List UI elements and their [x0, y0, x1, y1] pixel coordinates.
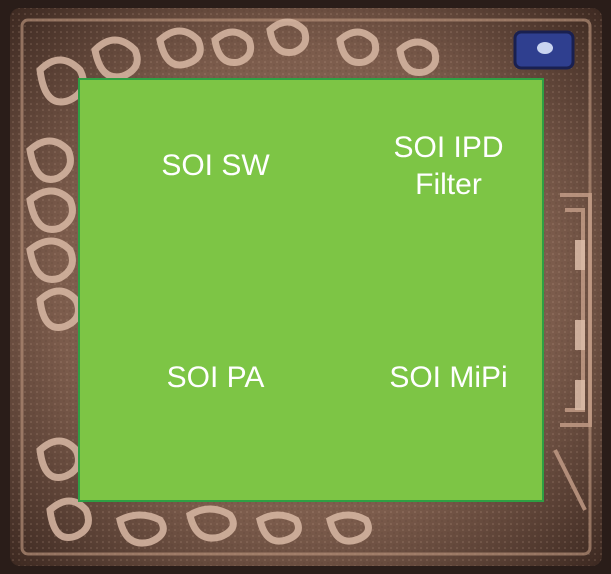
block-soi-pa: SOI PA [78, 254, 355, 502]
block-soi-sw: SOI SW [78, 78, 355, 256]
block-soi-mipi: SOI MiPi [353, 254, 544, 502]
block-soi-ipd-filter: SOI IPD Filter [353, 78, 544, 256]
